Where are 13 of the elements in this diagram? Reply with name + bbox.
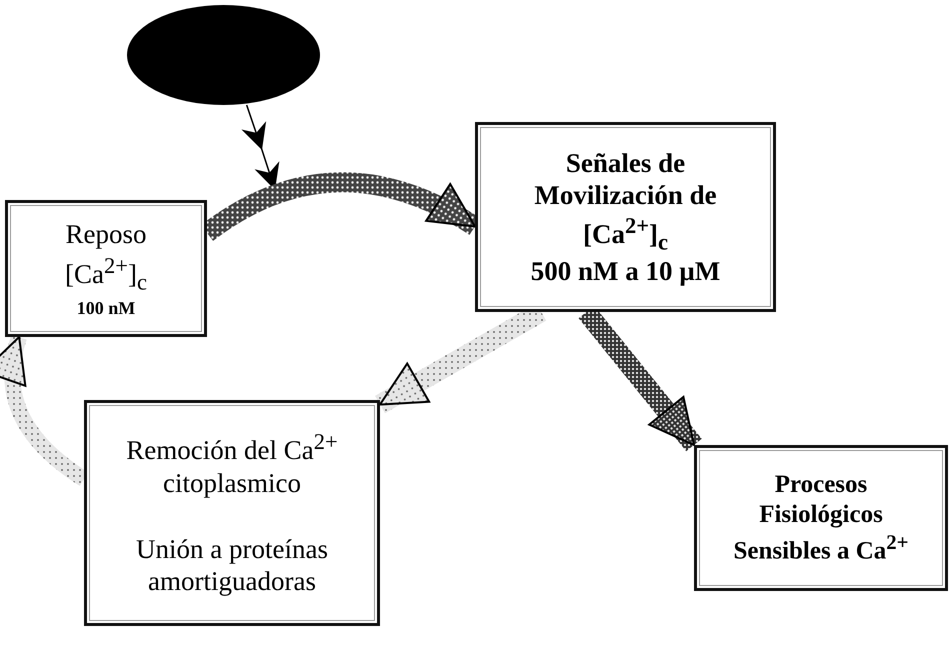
process-box [694, 445, 948, 591]
box-text: Remoción del Ca$^{2+}$ citoplasmico [125, 428, 339, 499]
process-box [5, 200, 207, 337]
box-text: [Ca$^{2+}$]$_{c}$ [65, 252, 147, 296]
process-box [475, 122, 776, 312]
box-text: Señales de Movilización de [Ca$^{2+}$]$_{c}$ [533, 146, 718, 255]
box-text: 500 nM a 10 µM [530, 254, 720, 288]
process-box [84, 400, 380, 626]
box-text: Procesos Fisiológicos Sensibles a Ca$^{2+}$ [732, 470, 910, 566]
box-text: Reposo [66, 218, 146, 250]
box-text: 100 nM [76, 298, 136, 320]
ellipse-shape [127, 5, 320, 105]
box-text: Unión a proteínas amortiguadoras [135, 533, 329, 598]
